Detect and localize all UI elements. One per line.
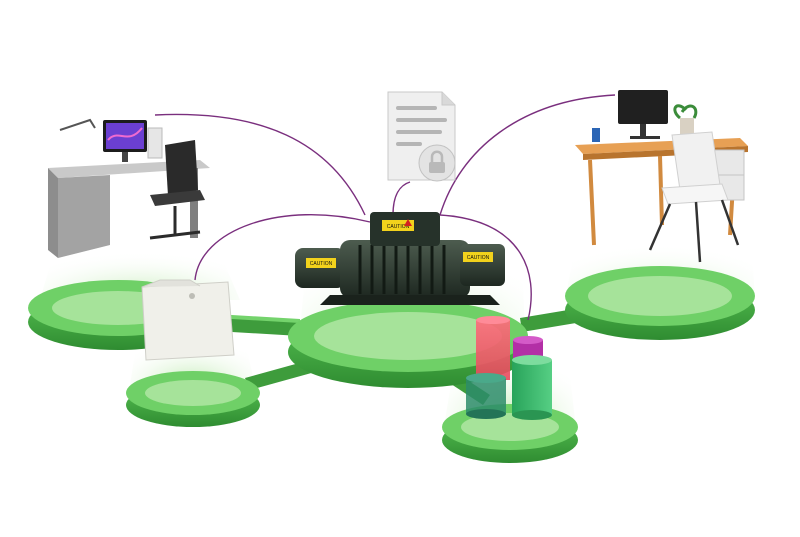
line-to-left-desk bbox=[154, 113, 366, 216]
ring-right bbox=[565, 266, 755, 340]
line-to-right-desk bbox=[439, 94, 616, 216]
caution-label-left bbox=[306, 258, 336, 268]
caution-text-top: CAUTION bbox=[387, 224, 410, 230]
ring-bottom-left bbox=[126, 371, 260, 427]
connector-bottom-left bbox=[245, 360, 315, 390]
document-lock-icon bbox=[387, 91, 456, 182]
office-desk-icon bbox=[48, 118, 210, 258]
caution-text-right: CAUTION bbox=[467, 255, 490, 261]
line-to-folder bbox=[194, 214, 371, 281]
winch-icon: CAUTION CAUTION CAUTION bbox=[295, 212, 505, 305]
caution-text-left: CAUTION bbox=[310, 261, 333, 267]
folder-icon bbox=[141, 279, 235, 361]
ring-center bbox=[288, 300, 528, 388]
ring-bottom-right bbox=[442, 404, 578, 463]
home-desk-icon bbox=[575, 90, 748, 263]
connection-lines bbox=[154, 94, 616, 321]
line-to-chart bbox=[439, 214, 532, 321]
connector-left-top bbox=[215, 314, 300, 323]
caution-label-right bbox=[463, 252, 493, 262]
line-to-document bbox=[392, 181, 411, 216]
caution-label-top bbox=[382, 220, 414, 231]
bar-chart-3d-icon bbox=[466, 316, 552, 420]
